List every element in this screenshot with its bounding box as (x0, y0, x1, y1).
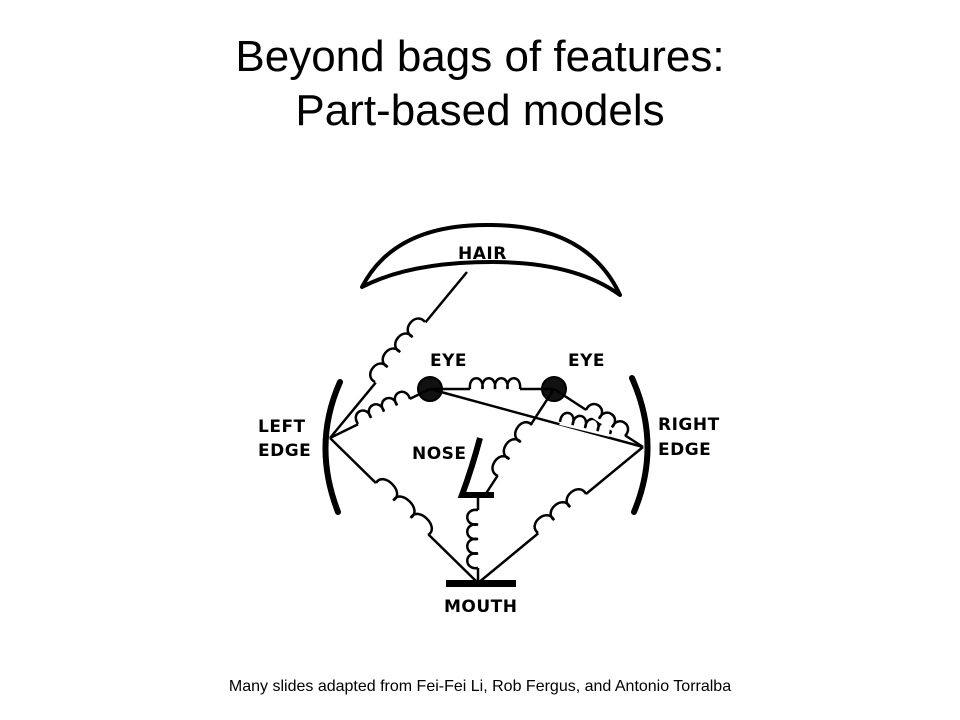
nose-part (457, 437, 494, 498)
label-left-edge-2: EDGE (258, 441, 311, 461)
label-eye-right: EYE (568, 351, 605, 371)
spring-eye-nose-gap (495, 423, 535, 478)
connections (329, 271, 644, 584)
springs (354, 317, 630, 570)
right-edge-part (629, 375, 651, 515)
spring-left-edge-mouth-gap (373, 480, 431, 538)
hair-part (360, 222, 622, 297)
label-right-edge-1: RIGHT (658, 415, 720, 435)
label-hair: HAIR (458, 244, 507, 264)
slide-footer-credit: Many slides adapted from Fei-Fei Li, Rob… (228, 678, 732, 695)
spring-right-edge-mouth-gap (536, 491, 588, 536)
spring-nose-mouth (466, 508, 479, 570)
title-line-1: Beyond bags of features: (235, 32, 725, 81)
spring-left-edge-eye (354, 390, 412, 425)
label-nose: NOSE (412, 444, 467, 464)
title-line-2: Part-based models (295, 86, 665, 135)
spring-hair-left-edge (368, 317, 426, 384)
mouth-part (446, 580, 516, 587)
label-eye-left: EYE (430, 351, 467, 371)
label-right-edge-2: EDGE (658, 440, 711, 460)
left-edge-part (322, 379, 343, 515)
spring-eye-nose (491, 421, 533, 478)
spring-left-edge-mouth (374, 478, 433, 537)
slide-title: Beyond bags of features: Part-based mode… (0, 30, 960, 138)
label-left-edge-1: LEFT (258, 417, 306, 437)
spring-right-eye-edge-gap (584, 407, 627, 439)
label-mouth: MOUTH (444, 597, 518, 617)
spring-eyes (468, 377, 522, 390)
spring-right-edge-mouth (533, 488, 588, 534)
spring-right-eye-edge (584, 402, 630, 437)
